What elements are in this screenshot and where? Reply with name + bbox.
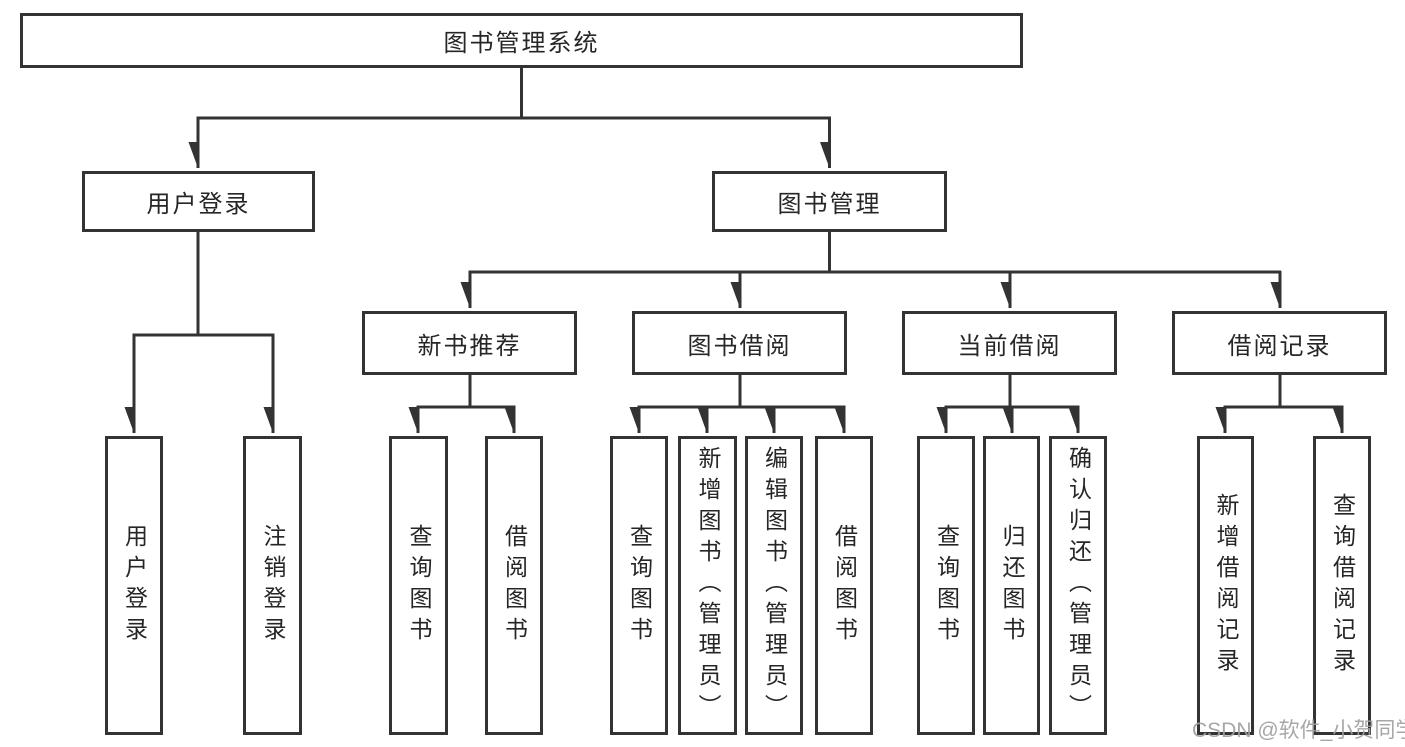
leaf-borrow-books-newrec: 借阅图书 xyxy=(485,436,543,735)
node-current-borrow-label: 当前借阅 xyxy=(957,332,1062,360)
leaf-return-books-label: 归还图书 xyxy=(999,523,1025,648)
leaf-edit-books-admin: 编辑图书（管理员） xyxy=(745,436,803,735)
leaf-logout-login-label: 注销登录 xyxy=(260,523,286,648)
node-borrow-records-label: 借阅记录 xyxy=(1227,332,1332,360)
leaf-user-login-label: 用户登录 xyxy=(121,523,148,648)
leaf-borrow-books-newrec-label: 借阅图书 xyxy=(501,523,528,648)
leaf-add-books-admin-label: 新增图书（管理员） xyxy=(695,446,721,725)
connector-borrow-records-branch xyxy=(1224,375,1344,433)
leaf-query-books-current-label: 查询图书 xyxy=(933,523,960,648)
leaf-query-books-current: 查询图书 xyxy=(917,436,975,735)
connector-book-mgmt-branch xyxy=(469,232,1282,308)
node-new-book-rec: 新书推荐 xyxy=(362,311,577,375)
node-book-borrow: 图书借阅 xyxy=(632,311,847,375)
node-book-mgmt: 图书管理 xyxy=(712,171,947,232)
leaf-borrow-books-borrow-label: 借阅图书 xyxy=(831,523,858,648)
leaf-user-login: 用户登录 xyxy=(105,436,163,735)
connector-book-borrow-branch xyxy=(638,375,846,433)
watermark-text: CSDN @软件_小贺同学 xyxy=(1192,719,1405,742)
leaf-query-books-borrow: 查询图书 xyxy=(610,436,668,735)
leaf-add-borrow-record: 新增借阅记录 xyxy=(1197,436,1254,735)
node-root-label: 图书管理系统 xyxy=(443,30,600,57)
connector-current-borrow-branch xyxy=(945,375,1080,433)
node-user-login-label: 用户登录 xyxy=(146,191,251,218)
node-book-mgmt-label: 图书管理 xyxy=(777,191,882,218)
connector-new-book-rec-branch xyxy=(417,375,516,433)
node-root: 图书管理系统 xyxy=(20,13,1023,68)
leaf-query-borrow-record: 查询借阅记录 xyxy=(1313,436,1371,735)
leaf-return-books: 归还图书 xyxy=(983,436,1040,735)
leaf-query-books-newrec-label: 查询图书 xyxy=(406,523,432,648)
node-user-login: 用户登录 xyxy=(82,171,315,232)
leaf-edit-books-admin-label: 编辑图书（管理员） xyxy=(761,446,788,725)
leaf-borrow-books-borrow: 借阅图书 xyxy=(815,436,873,735)
node-book-borrow-label: 图书借阅 xyxy=(687,332,792,360)
node-borrow-records: 借阅记录 xyxy=(1172,311,1387,375)
leaf-add-borrow-record-label: 新增借阅记录 xyxy=(1213,492,1239,679)
leaf-logout-login: 注销登录 xyxy=(243,436,302,735)
leaf-confirm-return-admin: 确认归还（管理员） xyxy=(1049,436,1107,735)
connector-user-login-branch xyxy=(133,232,275,433)
leaf-confirm-return-admin-label: 确认归还（管理员） xyxy=(1065,446,1092,725)
leaf-add-books-admin: 新增图书（管理员） xyxy=(678,436,737,735)
node-new-book-rec-label: 新书推荐 xyxy=(417,332,522,360)
leaf-query-books-newrec: 查询图书 xyxy=(389,436,448,735)
connector-root-to-level2 xyxy=(197,68,831,168)
node-current-borrow: 当前借阅 xyxy=(902,311,1117,375)
leaf-query-books-borrow-label: 查询图书 xyxy=(626,523,653,648)
leaf-query-borrow-record-label: 查询借阅记录 xyxy=(1329,492,1356,679)
